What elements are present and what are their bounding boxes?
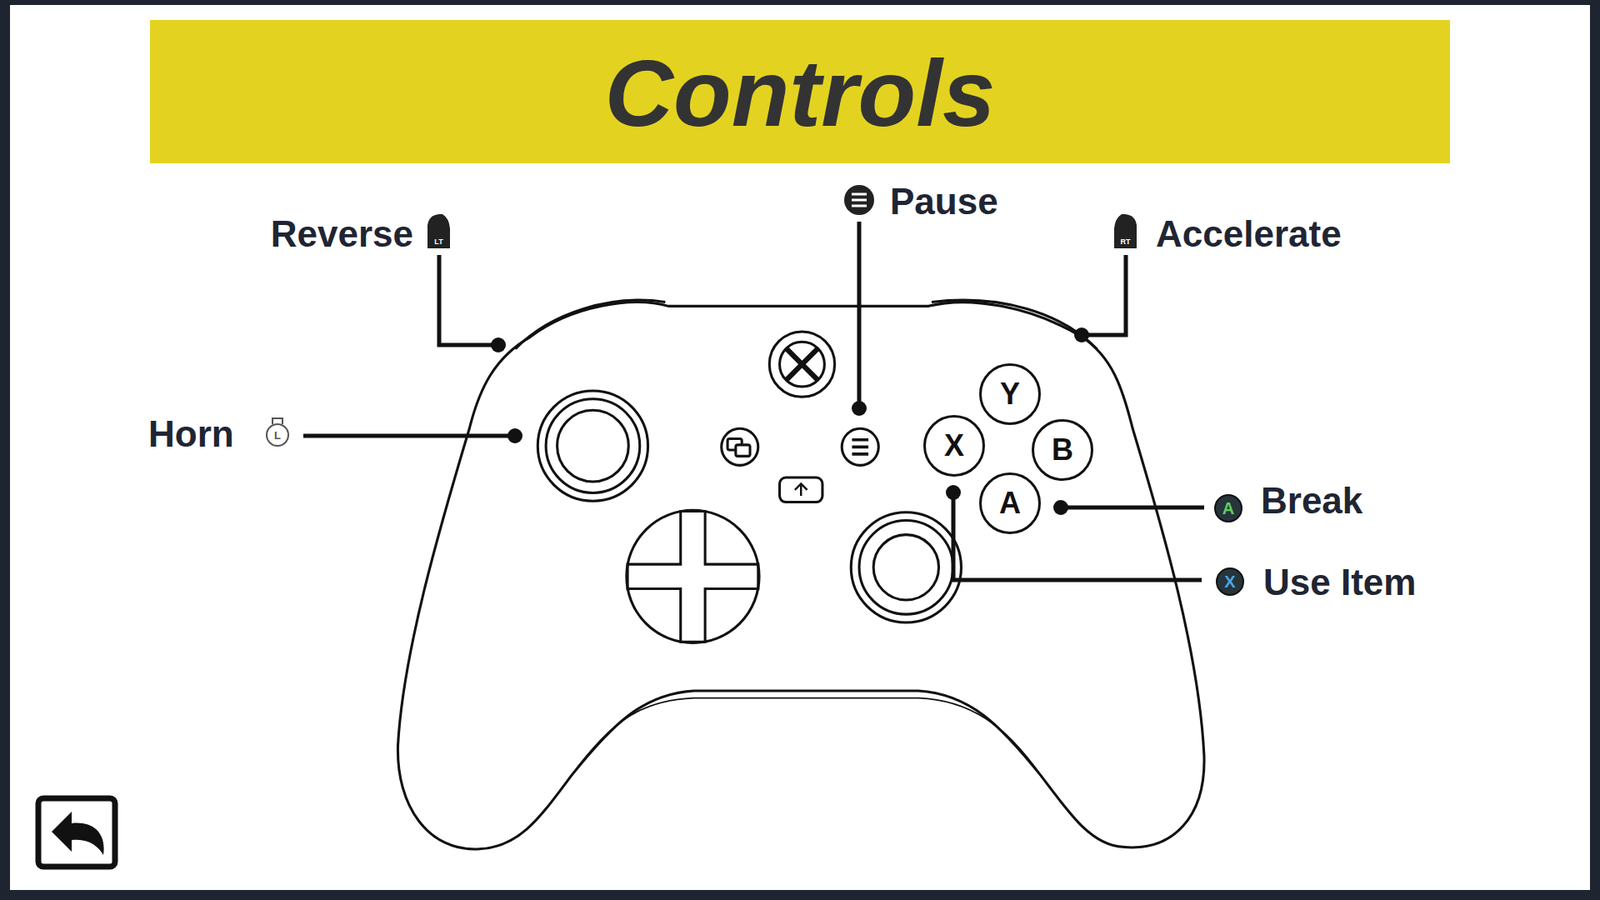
- face-button: B: [1031, 419, 1094, 481]
- controller-drawing: [397, 300, 1205, 850]
- button-icon: A: [1214, 494, 1243, 523]
- leader-line: [1081, 255, 1126, 335]
- button-letter: X: [1224, 573, 1235, 590]
- screen-panel: [10, 5, 1590, 890]
- face-button: A: [979, 472, 1041, 535]
- dpad: [626, 510, 760, 643]
- share-button: [780, 477, 823, 502]
- left-stick: [557, 410, 630, 482]
- button-letter: A: [999, 488, 1021, 519]
- action-label: Horn: [148, 415, 235, 453]
- right-stick: [873, 535, 939, 600]
- left-bumper: [515, 300, 665, 350]
- face-button: Y: [979, 363, 1041, 425]
- left-stick: [545, 399, 640, 494]
- leader-dot: [945, 485, 961, 500]
- pause-icon: [851, 194, 867, 206]
- leader-dot: [1053, 500, 1069, 515]
- share-button: [795, 483, 808, 496]
- leader-lines: [303, 221, 1205, 580]
- right-stick: [850, 512, 961, 623]
- leader-line: [303, 434, 515, 439]
- stick-icon: [266, 424, 289, 446]
- leader-dot: [1074, 327, 1090, 343]
- stick-label: L: [274, 430, 281, 441]
- title-band: [150, 20, 1450, 164]
- right-stick: [859, 520, 954, 615]
- action-label: Pause: [890, 183, 999, 220]
- button-icon: X: [1215, 567, 1245, 596]
- controller-body: [397, 302, 1205, 850]
- button-letter: B: [1051, 435, 1074, 465]
- grip-edge: [571, 698, 1041, 776]
- xbox-button: [769, 331, 835, 397]
- back-button: [38, 798, 115, 867]
- dpad-cross: [627, 510, 759, 642]
- pause-icon: [844, 185, 875, 215]
- button-letter: X: [944, 430, 965, 461]
- leader-dot: [507, 428, 523, 444]
- screen-title: Controls: [605, 45, 996, 141]
- view-button: [735, 445, 750, 456]
- leader-dot: [490, 337, 506, 353]
- menu-button: [851, 440, 869, 455]
- action-label: Accelerate: [1155, 215, 1342, 253]
- leader-line: [439, 255, 499, 345]
- action-label: Reverse: [270, 215, 414, 253]
- back-arrow: [51, 811, 105, 855]
- action-label: Break: [1260, 482, 1363, 520]
- button-letter: A: [1222, 500, 1235, 517]
- xbox-logo: [780, 341, 825, 387]
- trigger-icon: [427, 214, 450, 249]
- view-button: [721, 428, 759, 465]
- leader-line: [1060, 505, 1205, 510]
- button-letter: Y: [1000, 379, 1020, 410]
- trigger-label: RT: [1120, 238, 1131, 246]
- left-stick: [537, 390, 648, 501]
- leader-line: [857, 221, 862, 409]
- xbox-logo: [786, 349, 818, 380]
- action-label: Use Item: [1263, 564, 1416, 601]
- leader-dot: [851, 400, 867, 416]
- right-bumper: [931, 300, 1097, 350]
- face-button: X: [923, 415, 985, 477]
- menu-button: [841, 428, 879, 465]
- trigger-icon: [1114, 214, 1137, 249]
- trigger-label: LT: [434, 238, 443, 246]
- stick-icon: [272, 418, 283, 425]
